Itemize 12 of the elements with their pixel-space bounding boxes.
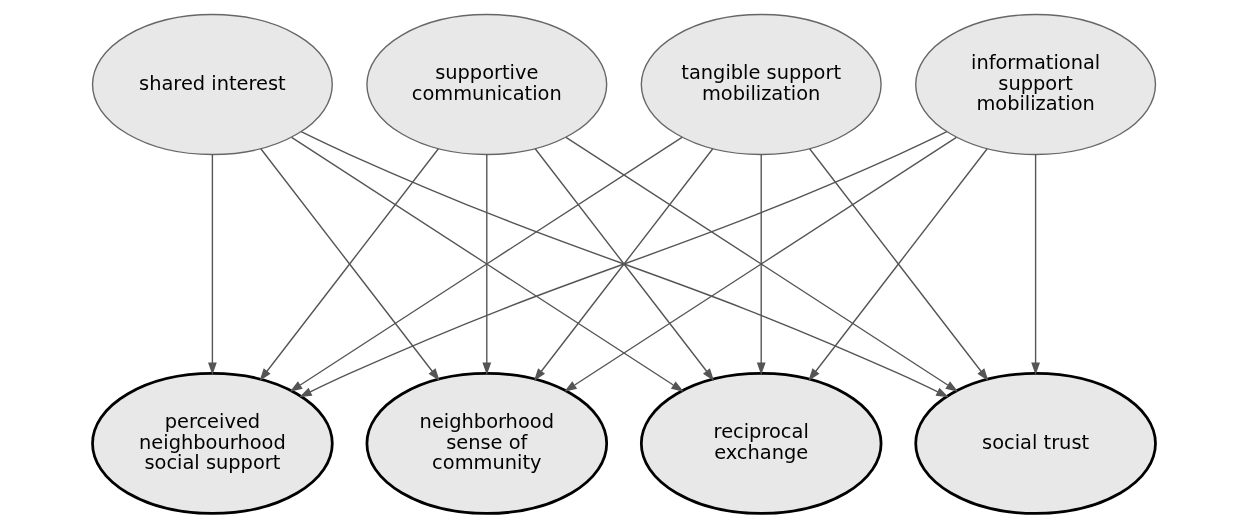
node-ellipse: neighborhood sense of community [365,371,608,515]
node-ellipse: social trust [913,371,1157,515]
arrow [207,153,217,375]
node-ellipse: reciprocal exchange [639,371,882,515]
arrow [1030,153,1040,375]
arrow [756,153,766,375]
node-ellipse: perceived neighbourhood social support [90,371,334,515]
arrow [481,153,491,375]
node-ellipse: shared interest [91,13,333,155]
node-ellipse: informational support mobilization [914,13,1156,155]
node-ellipse: tangible support mobilization [640,13,882,155]
node-ellipse: supportive communication [365,13,607,155]
